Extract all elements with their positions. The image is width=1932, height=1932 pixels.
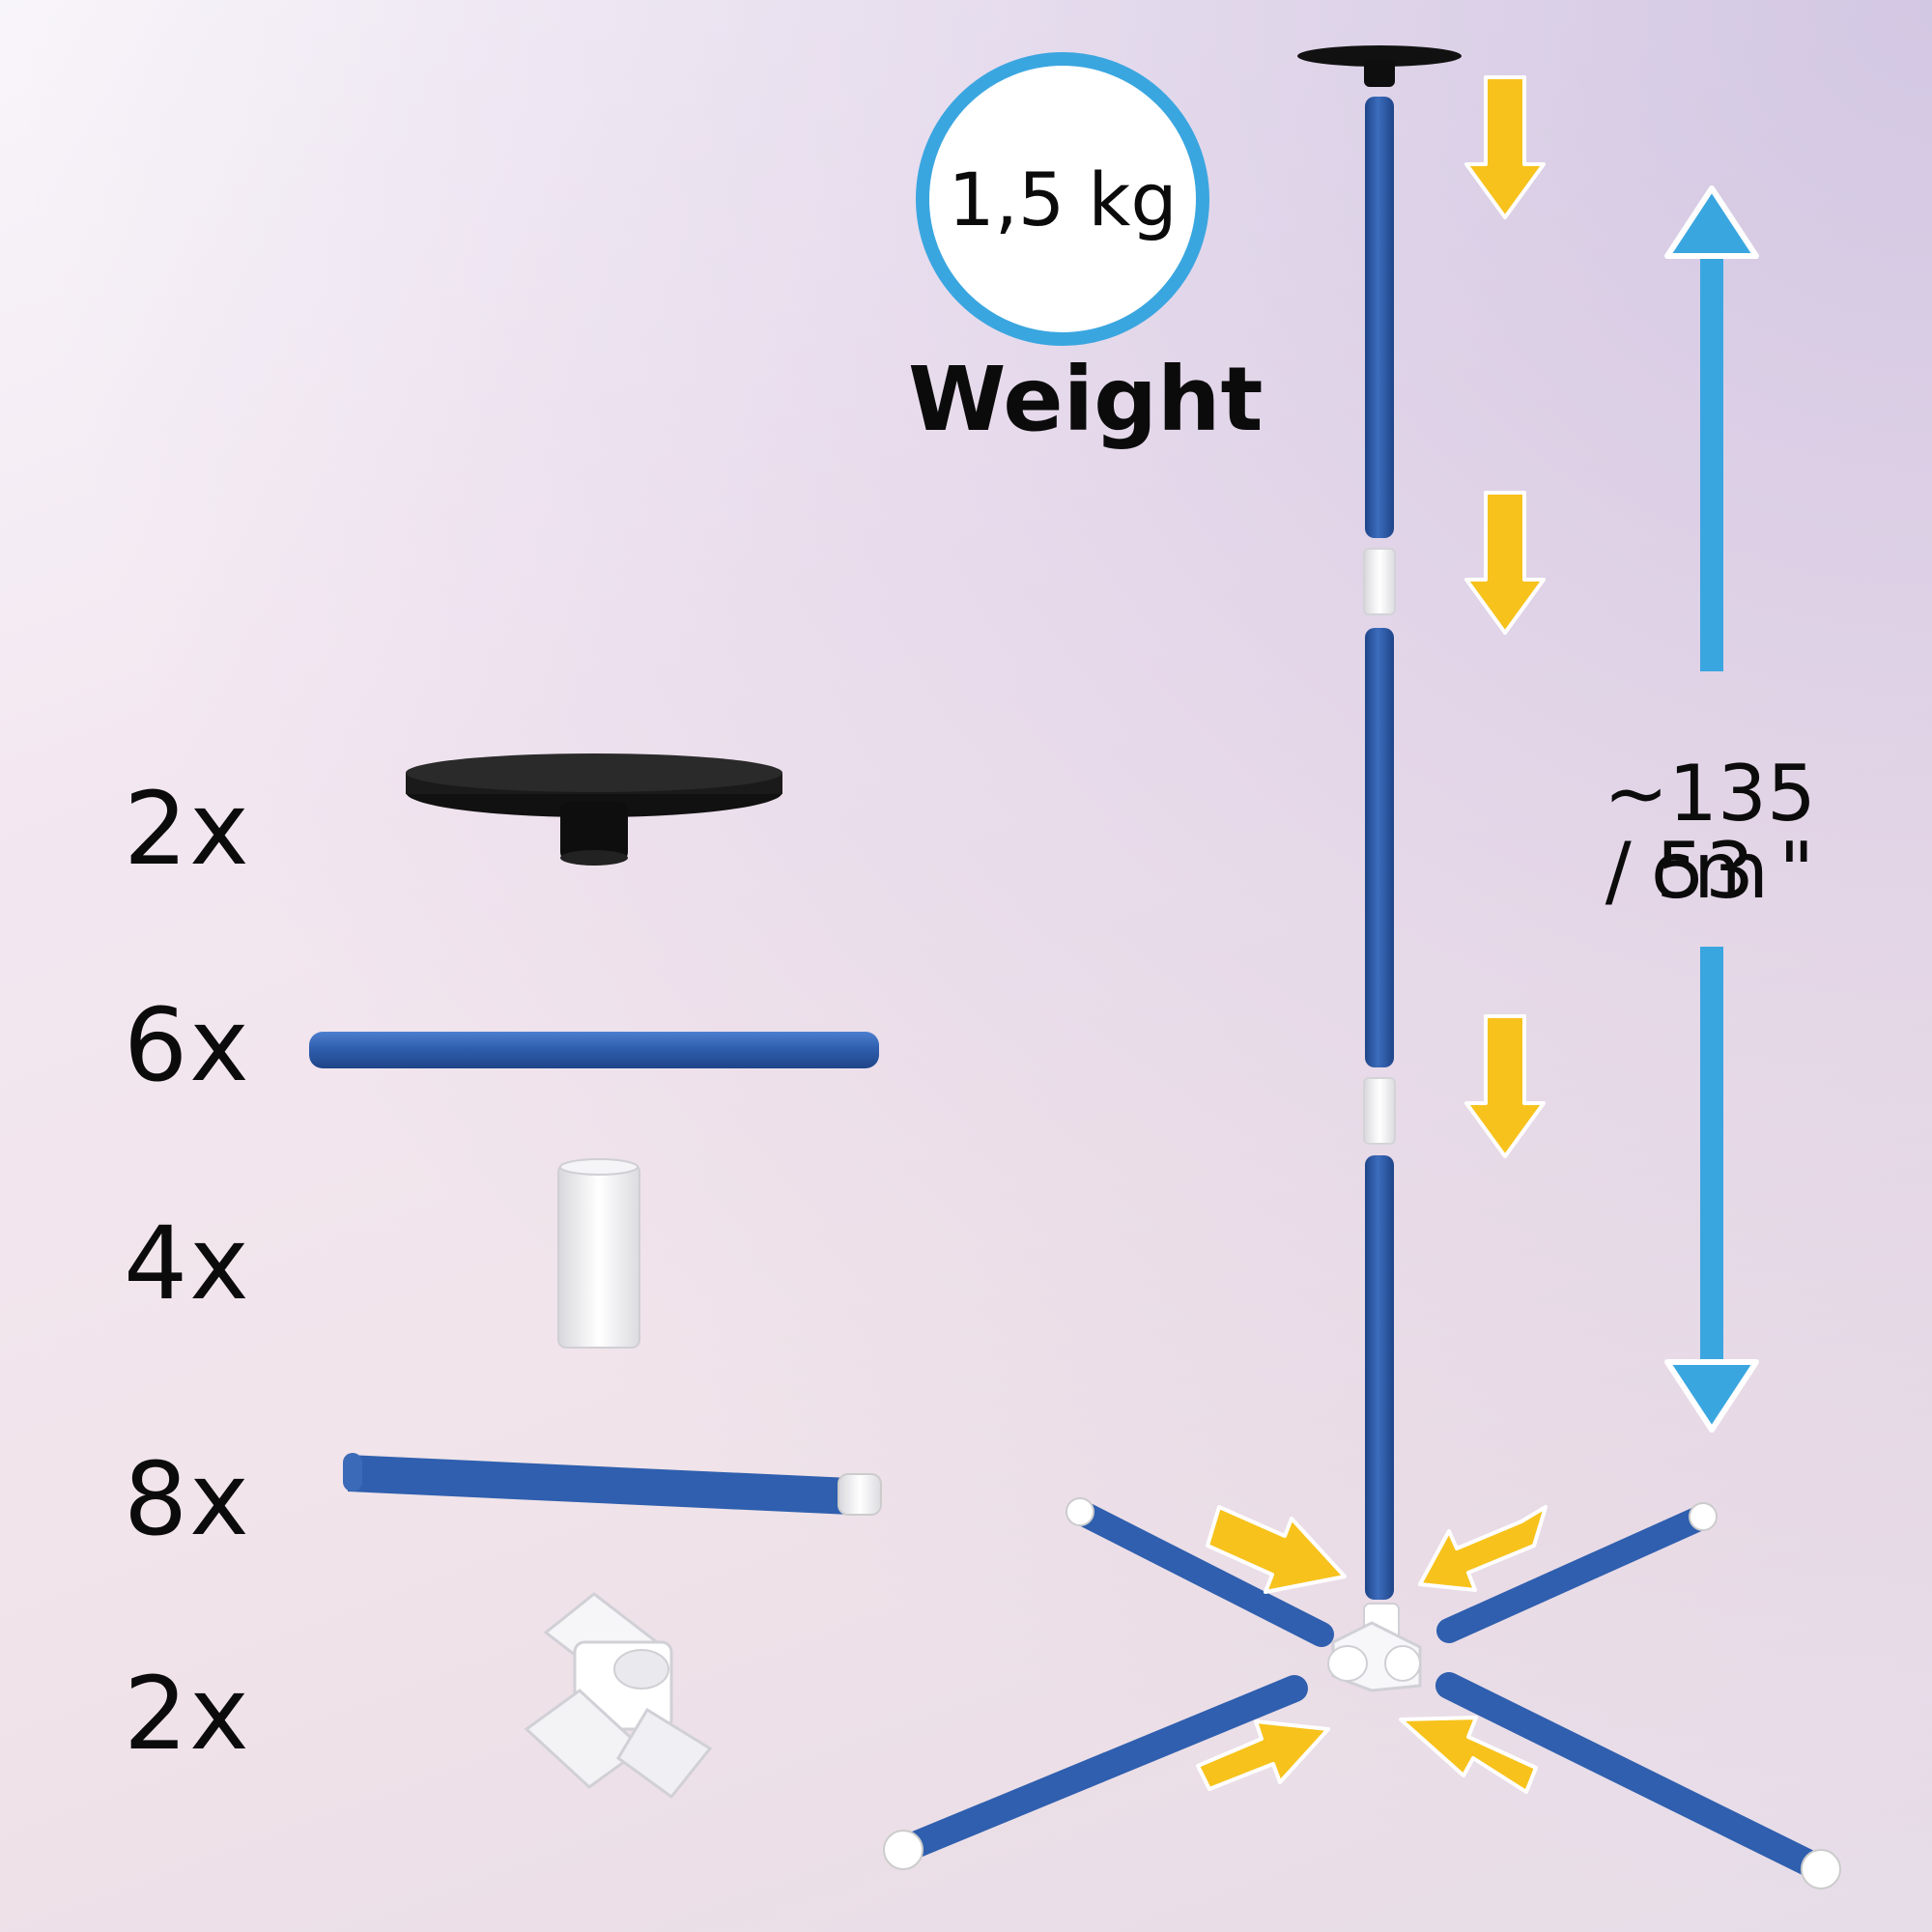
height-dimension-arrow (1664, 185, 1759, 1433)
weight-value: 1,5 kg (948, 156, 1178, 242)
weight-label: Weight (908, 348, 1264, 451)
quantity-base-plate: 2x (124, 770, 251, 888)
center-joint (1327, 1603, 1422, 1692)
yellow-arrows-down (1464, 75, 1546, 1158)
blue-tube-icon (309, 1032, 879, 1068)
base-plate-icon (406, 753, 782, 866)
blue-tube-with-cap-icon (343, 1453, 882, 1516)
base-legs (883, 1497, 1841, 1889)
quantity-tube-with-cap: 8x (124, 1440, 251, 1558)
quantity-blue-tube: 6x (124, 986, 251, 1104)
quantity-connector: 4x (124, 1205, 251, 1322)
height-label-inch: / 53 " (1605, 826, 1815, 916)
height-label-cm: ~135 cm (1604, 749, 1816, 916)
vertical-pole (1363, 97, 1396, 1600)
weight-badge: 1,5 kg (916, 52, 1209, 346)
top-plate (1297, 45, 1462, 87)
quantity-three-way-joint: 2x (124, 1655, 251, 1773)
yellow-arrows-inward (1196, 1505, 1548, 1794)
three-way-joint-icon (524, 1592, 713, 1800)
white-connector-icon (557, 1158, 640, 1349)
